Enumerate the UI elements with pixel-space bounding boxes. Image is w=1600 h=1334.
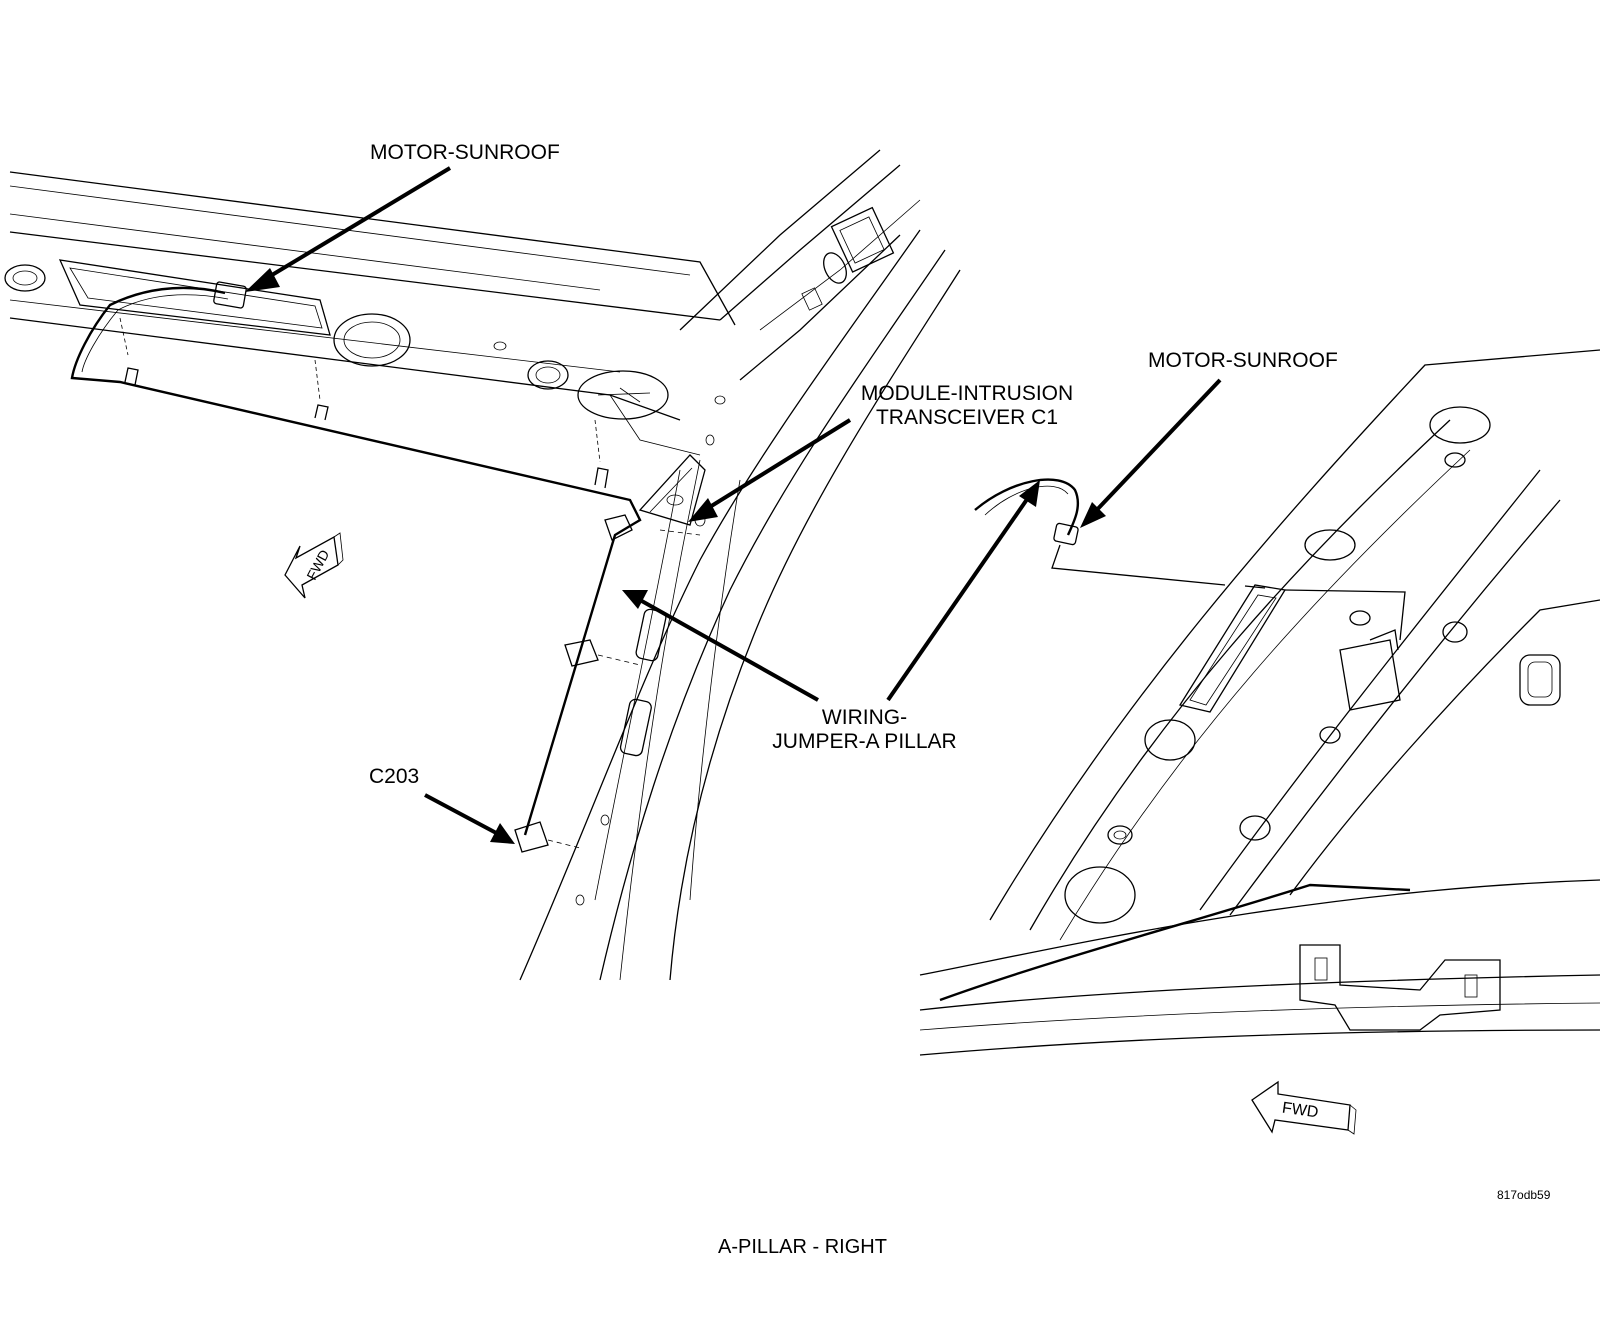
wiring-jumper-label-line1: WIRING- bbox=[821, 706, 908, 729]
fwd-label-right: FWD bbox=[1281, 1100, 1319, 1122]
right-view-wiring-harness bbox=[974, 478, 1406, 641]
module-intrusion-label-line2: TRANSCEIVER C1 bbox=[875, 406, 1059, 429]
motor-sunroof-label-right: MOTOR-SUNROOF bbox=[1148, 349, 1338, 372]
motor-sunroof-label-left: MOTOR-SUNROOF bbox=[370, 141, 560, 164]
right-leader-arrows bbox=[886, 378, 1222, 702]
module-intrusion-label: MODULE-INTRUSION TRANSCEIVER C1 bbox=[842, 382, 1092, 430]
left-view-wiring-harness bbox=[70, 281, 706, 853]
figure-code: 817odb59 bbox=[1497, 1188, 1551, 1202]
wiring-jumper-label-line2: JUMPER-A PILLAR bbox=[772, 730, 957, 753]
fwd-arrow-right: FWD bbox=[1251, 1080, 1357, 1135]
fwd-arrow-left: FWD bbox=[284, 532, 344, 599]
left-view-body-structure bbox=[4, 149, 961, 981]
wiring-jumper-label: WIRING- JUMPER-A PILLAR bbox=[752, 706, 977, 754]
left-leader-arrows bbox=[245, 166, 852, 844]
right-view-body-structure bbox=[919, 349, 1600, 1056]
figure-caption: A-PILLAR - RIGHT bbox=[718, 1236, 887, 1258]
c203-label: C203 bbox=[369, 765, 420, 788]
module-intrusion-label-line1: MODULE-INTRUSION bbox=[860, 382, 1074, 405]
